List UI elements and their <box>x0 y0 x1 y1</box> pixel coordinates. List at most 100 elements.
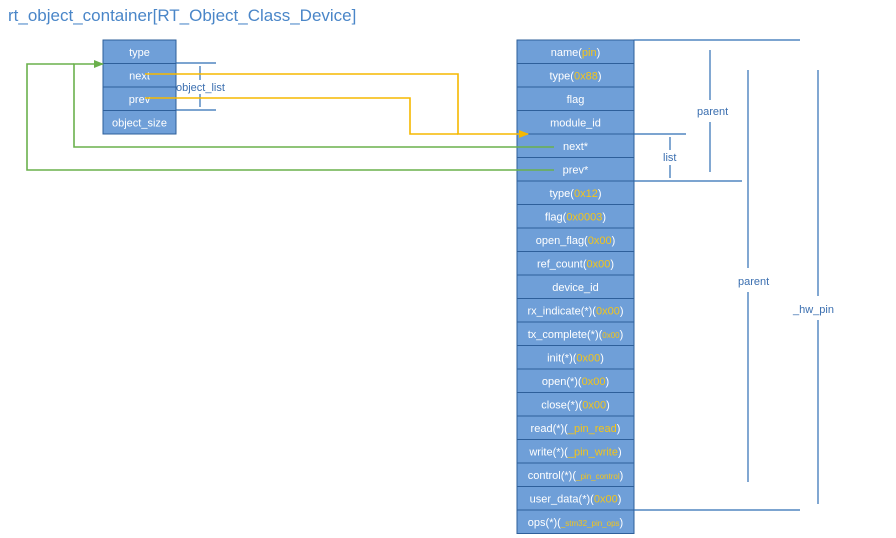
device-field-name: name(pin) <box>516 39 635 64</box>
device-field-open-text: 0x00 <box>582 376 606 388</box>
container-field-object-size-text: object_size <box>112 117 167 129</box>
parent-inner-label: parent <box>697 106 728 118</box>
container-field-prev-text: prev <box>129 94 151 106</box>
device-field-device-id: device_id <box>516 274 635 299</box>
device-field-open-text: open(*)( <box>542 376 582 388</box>
device-field-flag-0x0003-text: 0x0003 <box>566 211 602 223</box>
container-field-next-label: next <box>129 70 150 82</box>
parent-bracket-outer: parent <box>634 70 800 511</box>
device-field-rx-indicate-label: rx_indicate(*)(0x00) <box>528 305 624 317</box>
hw-pin-label: _hw_pin <box>792 304 834 316</box>
container-field-next-text: next <box>129 70 150 82</box>
device-field-close-label: close(*)(0x00) <box>541 399 609 411</box>
device-field-tx-complete-label: tx_complete(*)(0x00) <box>528 329 624 341</box>
device-field-ops-text: ops(*)( <box>528 517 561 529</box>
object-list-label: object_list <box>176 82 225 94</box>
device-field-type-0x88-label: type(0x88) <box>550 70 602 82</box>
device-field-open-text: ) <box>605 376 609 388</box>
device-field-flag-0x0003-text: ) <box>602 211 606 223</box>
device-field-control-label: control(*)(_pin_control) <box>528 470 624 482</box>
device-field-rx-indicate: rx_indicate(*)(0x00) <box>516 298 635 323</box>
device-field-type-0x88: type(0x88) <box>516 63 635 88</box>
device-field-module-id-text: module_id <box>550 117 601 129</box>
device-field-flag-0x0003: flag(0x0003) <box>516 204 635 229</box>
device-field-user-data-label: user_data(*)(0x00) <box>530 493 622 505</box>
container-field-object-size: object_size <box>102 110 177 135</box>
device-field-read: read(*)(_pin_read) <box>516 415 635 440</box>
device-field-name-text: ) <box>597 47 601 59</box>
parent-outer-label: parent <box>738 276 769 288</box>
device-struct: name(pin) type(0x88) flag module_id next* pre… <box>516 39 635 534</box>
device-field-rx-indicate-text: ) <box>620 305 624 317</box>
device-field-device-id-label: device_id <box>552 282 598 294</box>
container-field-object-size-label: object_size <box>112 117 167 129</box>
device-field-open-flag-text: 0x00 <box>588 235 612 247</box>
device-field-module-id: module_id <box>516 110 635 135</box>
device-field-read-text: _pin_read <box>567 423 617 435</box>
device-field-flag-label: flag <box>567 94 585 106</box>
device-field-init-label: init(*)(0x00) <box>547 352 604 364</box>
device-field-open-flag: open_flag(0x00) <box>516 227 635 252</box>
device-field-user-data-text: 0x00 <box>594 493 618 505</box>
device-field-control-text: _pin_control <box>575 472 620 481</box>
container-struct: type next prev object_size <box>102 39 177 135</box>
device-field-next-ptr-text: next* <box>563 141 589 153</box>
device-field-module-id-label: module_id <box>550 117 601 129</box>
container-field-next: next <box>102 63 177 88</box>
device-field-prev-ptr-text: prev* <box>563 164 589 176</box>
device-field-ops: ops(*)(_stm32_pin_ops) <box>516 509 635 534</box>
device-field-close: close(*)(0x00) <box>516 392 635 417</box>
device-field-ops-box <box>516 509 635 534</box>
device-field-close-text: close(*)( <box>541 399 582 411</box>
device-field-type-0x88-text: ) <box>598 70 602 82</box>
device-field-rx-indicate-text: 0x00 <box>596 305 620 317</box>
device-field-write-text: write(*)( <box>528 446 568 458</box>
device-field-control-text: control(*)( <box>528 470 577 482</box>
device-field-device-id-text: device_id <box>552 282 598 294</box>
parent-bracket-inner: parent <box>634 39 800 172</box>
list-label: list <box>663 152 676 164</box>
device-field-prev-ptr-label: prev* <box>563 164 589 176</box>
device-field-read-label: read(*)(_pin_read) <box>531 423 621 435</box>
container-field-type: type <box>102 39 177 64</box>
device-field-type-0x12: type(0x12) <box>516 180 635 205</box>
device-field-close-text: ) <box>606 399 610 411</box>
device-field-user-data-text: ) <box>618 493 622 505</box>
device-field-user-data: user_data(*)(0x00) <box>516 486 635 511</box>
device-field-next-ptr: next* <box>516 133 635 158</box>
device-field-write-text: ) <box>618 446 622 458</box>
device-field-tx-complete: tx_complete(*)(0x00) <box>516 321 635 346</box>
device-field-init-text: init(*)( <box>547 352 577 364</box>
device-field-read-text: ) <box>617 423 621 435</box>
device-field-ops-text: ) <box>620 517 624 529</box>
device-field-flag: flag <box>516 86 635 111</box>
device-field-tx-complete-text: 0x00 <box>602 331 620 340</box>
device-field-flag-text: flag <box>567 94 585 106</box>
device-field-open-flag-label: open_flag(0x00) <box>536 235 616 247</box>
device-field-write-label: write(*)(_pin_write) <box>528 446 621 458</box>
device-field-init-text: ) <box>600 352 604 364</box>
device-field-ref-count-text: 0x00 <box>587 258 611 270</box>
device-field-control-text: ) <box>620 470 624 482</box>
device-field-ref-count-text: ref_count( <box>537 258 587 270</box>
device-field-next-ptr-label: next* <box>563 141 589 153</box>
container-field-object-size-box <box>102 110 177 135</box>
device-field-init-text: 0x00 <box>576 352 600 364</box>
container-field-type-text: type <box>129 47 150 59</box>
prev-link-arrow <box>145 97 458 135</box>
prev-ptr-back-arrow <box>26 63 554 171</box>
device-field-ref-count-text: ) <box>610 258 614 270</box>
device-field-flag-0x0003-text: flag( <box>545 211 567 223</box>
device-field-open-label: open(*)(0x00) <box>542 376 609 388</box>
device-field-ops-label: ops(*)(_stm32_pin_ops) <box>528 517 623 529</box>
device-field-close-text: 0x00 <box>582 399 606 411</box>
device-field-open-flag-text: ) <box>612 235 616 247</box>
container-field-prev-label: prev <box>129 94 151 106</box>
device-field-name-text: name( <box>551 47 583 59</box>
list-bracket: list <box>634 133 742 182</box>
device-field-flag-0x0003-label: flag(0x0003) <box>545 211 606 223</box>
device-field-type-0x12-text: type( <box>550 188 575 200</box>
device-field-tx-complete-text: tx_complete(*)( <box>528 329 603 341</box>
device-field-type-0x12-text: 0x12 <box>574 188 598 200</box>
